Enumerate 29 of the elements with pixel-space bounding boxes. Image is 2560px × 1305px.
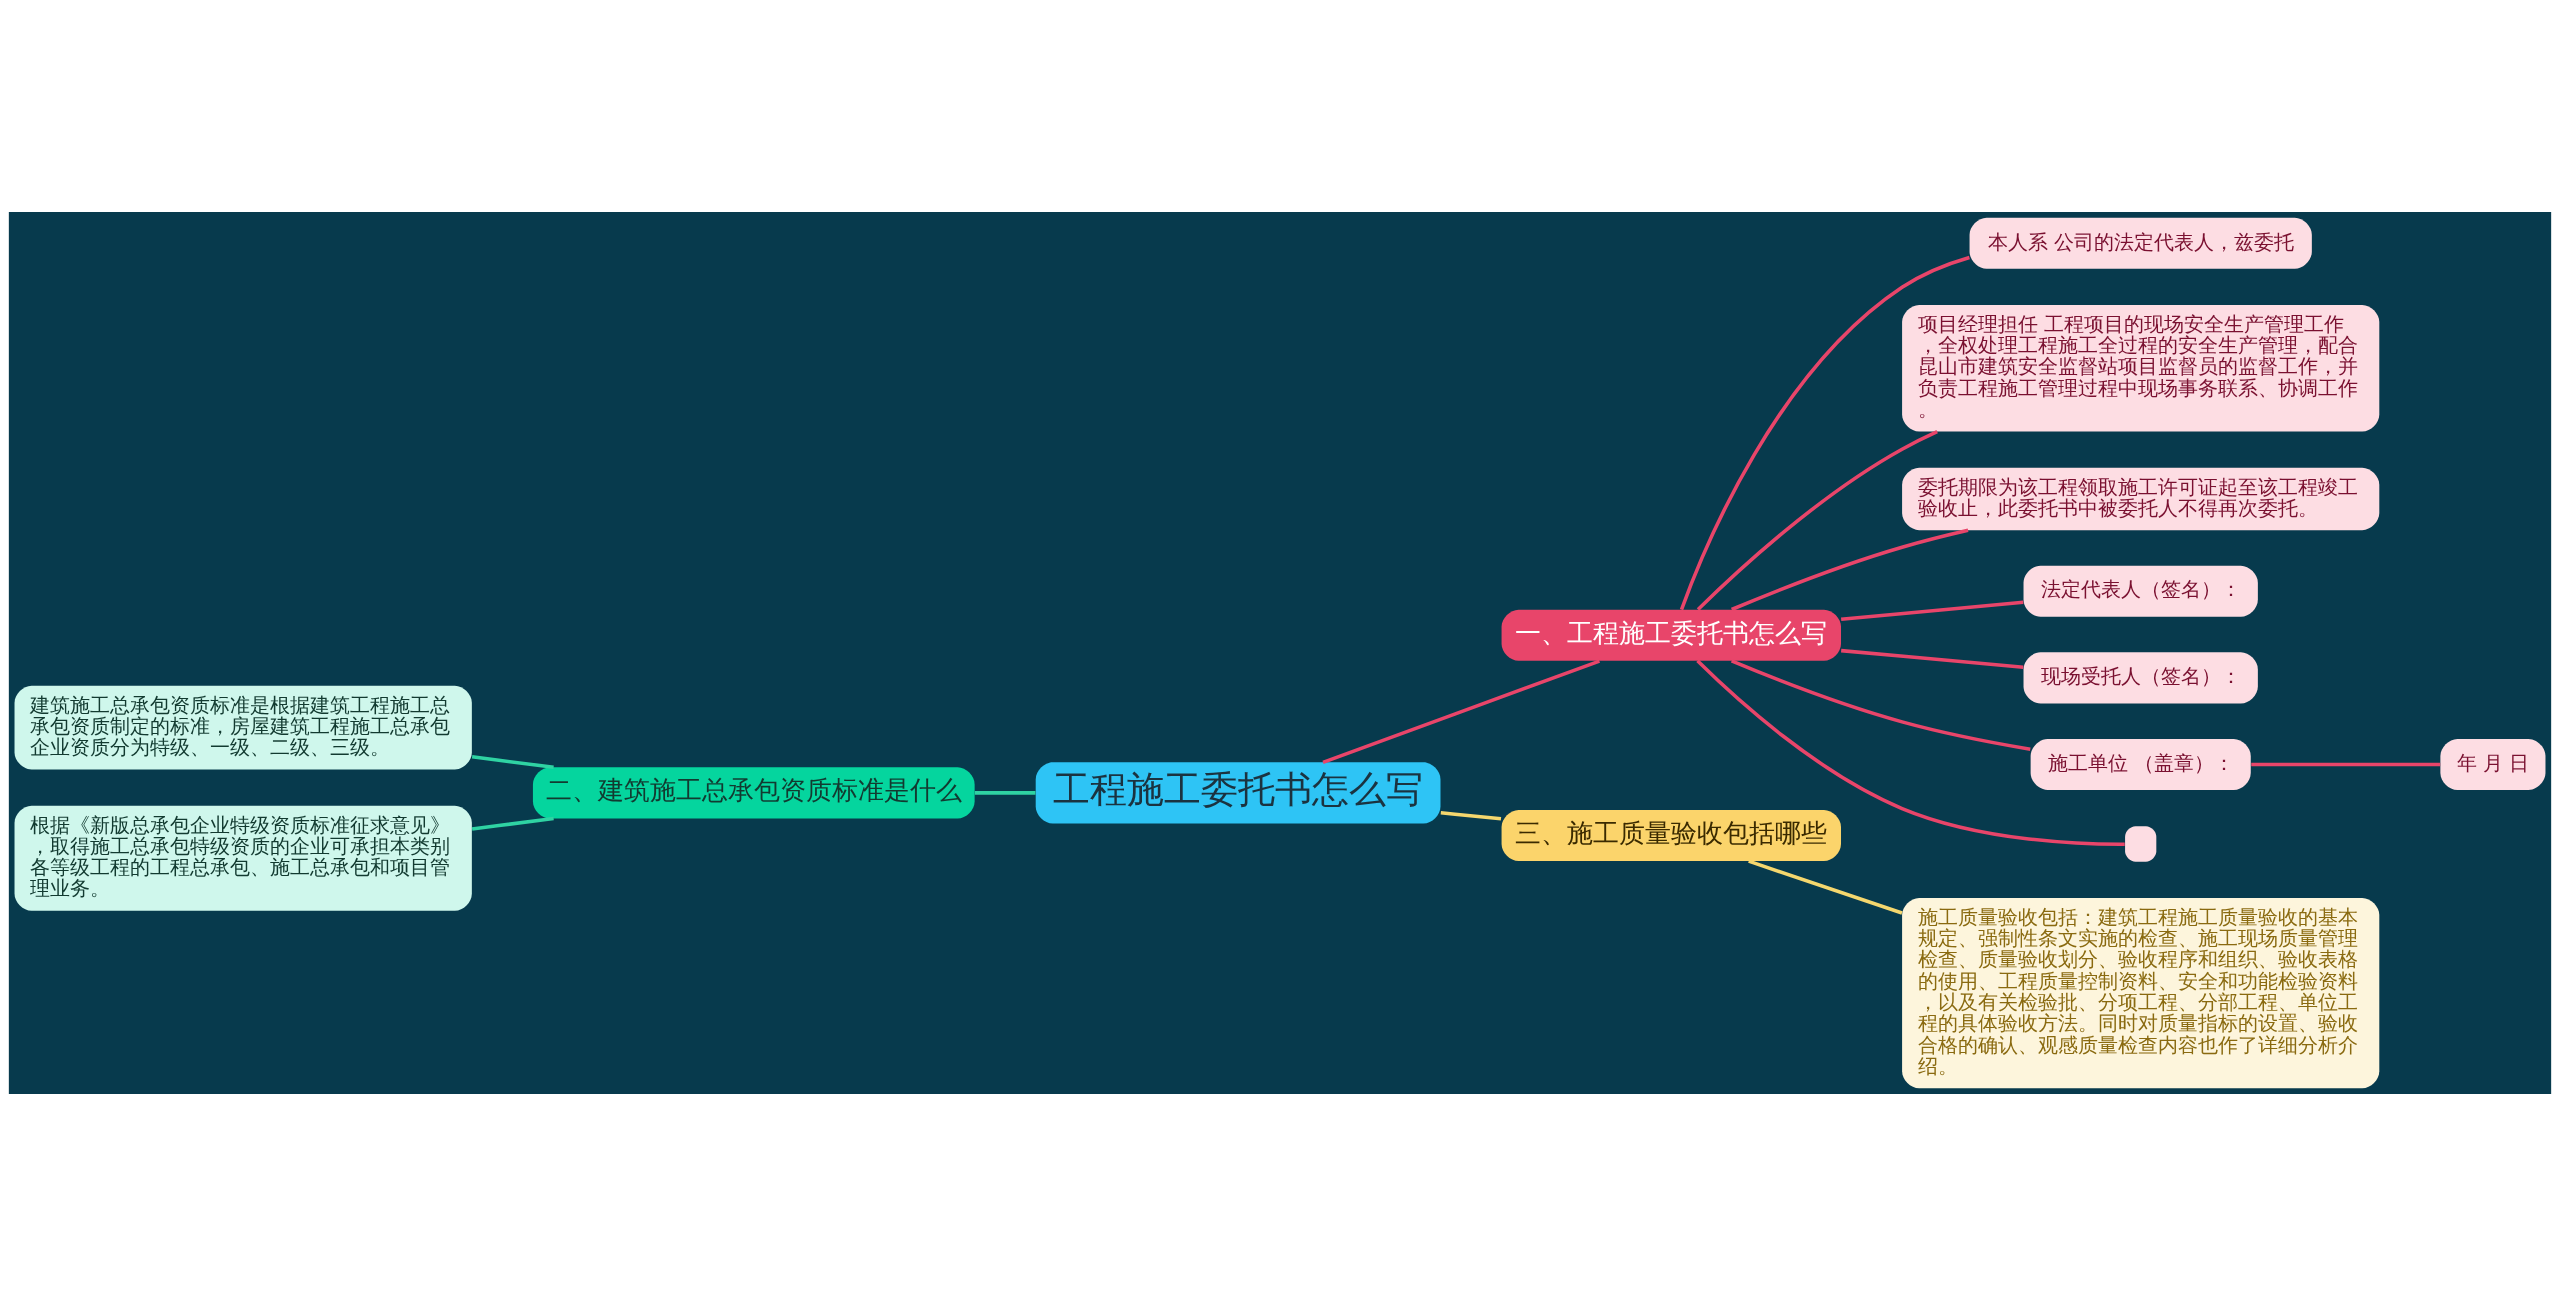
node-box bbox=[2125, 825, 2157, 862]
node-box: 三、施工质量验收包括哪些 bbox=[1501, 809, 1841, 861]
connector bbox=[1748, 859, 1903, 915]
node-box: 现场受托人（签名）： bbox=[2023, 651, 2258, 703]
node-box: 一、工程施工委托书怎么写 bbox=[1501, 609, 1841, 661]
node-box: 委托期限为该工程领取施工许可证起至该工程竣工验收止，此委托书中被委托人不得再次委托。 bbox=[1902, 467, 2380, 530]
connector bbox=[1696, 429, 1938, 611]
connector bbox=[1322, 658, 1601, 764]
node-box: 施工单位 （盖章）： bbox=[2030, 738, 2251, 790]
node-box: 建筑施工总承包资质标准是根据建筑工程施工总承包资质制定的标准，房屋建筑工程施工总承包企业资质分为特级、一级、二级、三级。 bbox=[14, 685, 472, 769]
connector bbox=[471, 816, 554, 831]
node-box: 二、建筑施工总承包资质标准是什么 bbox=[532, 766, 975, 818]
connector bbox=[1440, 810, 1502, 821]
connector bbox=[1730, 658, 2031, 751]
connector bbox=[471, 754, 554, 769]
node-box: 年 月 日 bbox=[2440, 738, 2546, 790]
connector bbox=[974, 790, 1036, 795]
connector bbox=[1841, 599, 2024, 621]
node-box: 法定代表人（签名）： bbox=[2023, 565, 2258, 617]
node-box: 施工质量验收包括：建筑工程施工质量验收的基本规定、强制性条文实施的检查、施工现场质量管理检查、质量验收划分、验收程序和组织、验收表格的使用、工程质量控制资料、安全和功能检验资料，以及有关检验批、分项工程、分部工程、单位工程的具体验收方法。同时对质量指标的设置、验收合格的确认、观感质量检查内容也作了详细分析介绍。 bbox=[1902, 897, 2380, 1088]
connector bbox=[1731, 528, 1969, 611]
connector bbox=[1696, 659, 2125, 846]
connector bbox=[1679, 255, 1970, 610]
node-box: 根据《新版总承包企业特级资质标准征求意见》，取得施工总承包特级资质的企业可承担本类别各等级工程的工程总承包、施工总承包和项目管理业务。 bbox=[14, 805, 472, 911]
connector bbox=[2251, 762, 2441, 766]
connector bbox=[1841, 648, 2024, 669]
node-box: 项目经理担任 工程项目的现场安全生产管理工作，全权处理工程施工全过程的安全生产管理，配合昆山市建筑安全监督站项目监督员的监督工作，并负责工程施工管理过程中现场事务联系、协调工作。 bbox=[1902, 304, 2380, 431]
node-box: 工程施工委托书怎么写 bbox=[1035, 761, 1441, 823]
node-box: 本人系 公司的法定代表人，兹委托 bbox=[1969, 217, 2312, 269]
